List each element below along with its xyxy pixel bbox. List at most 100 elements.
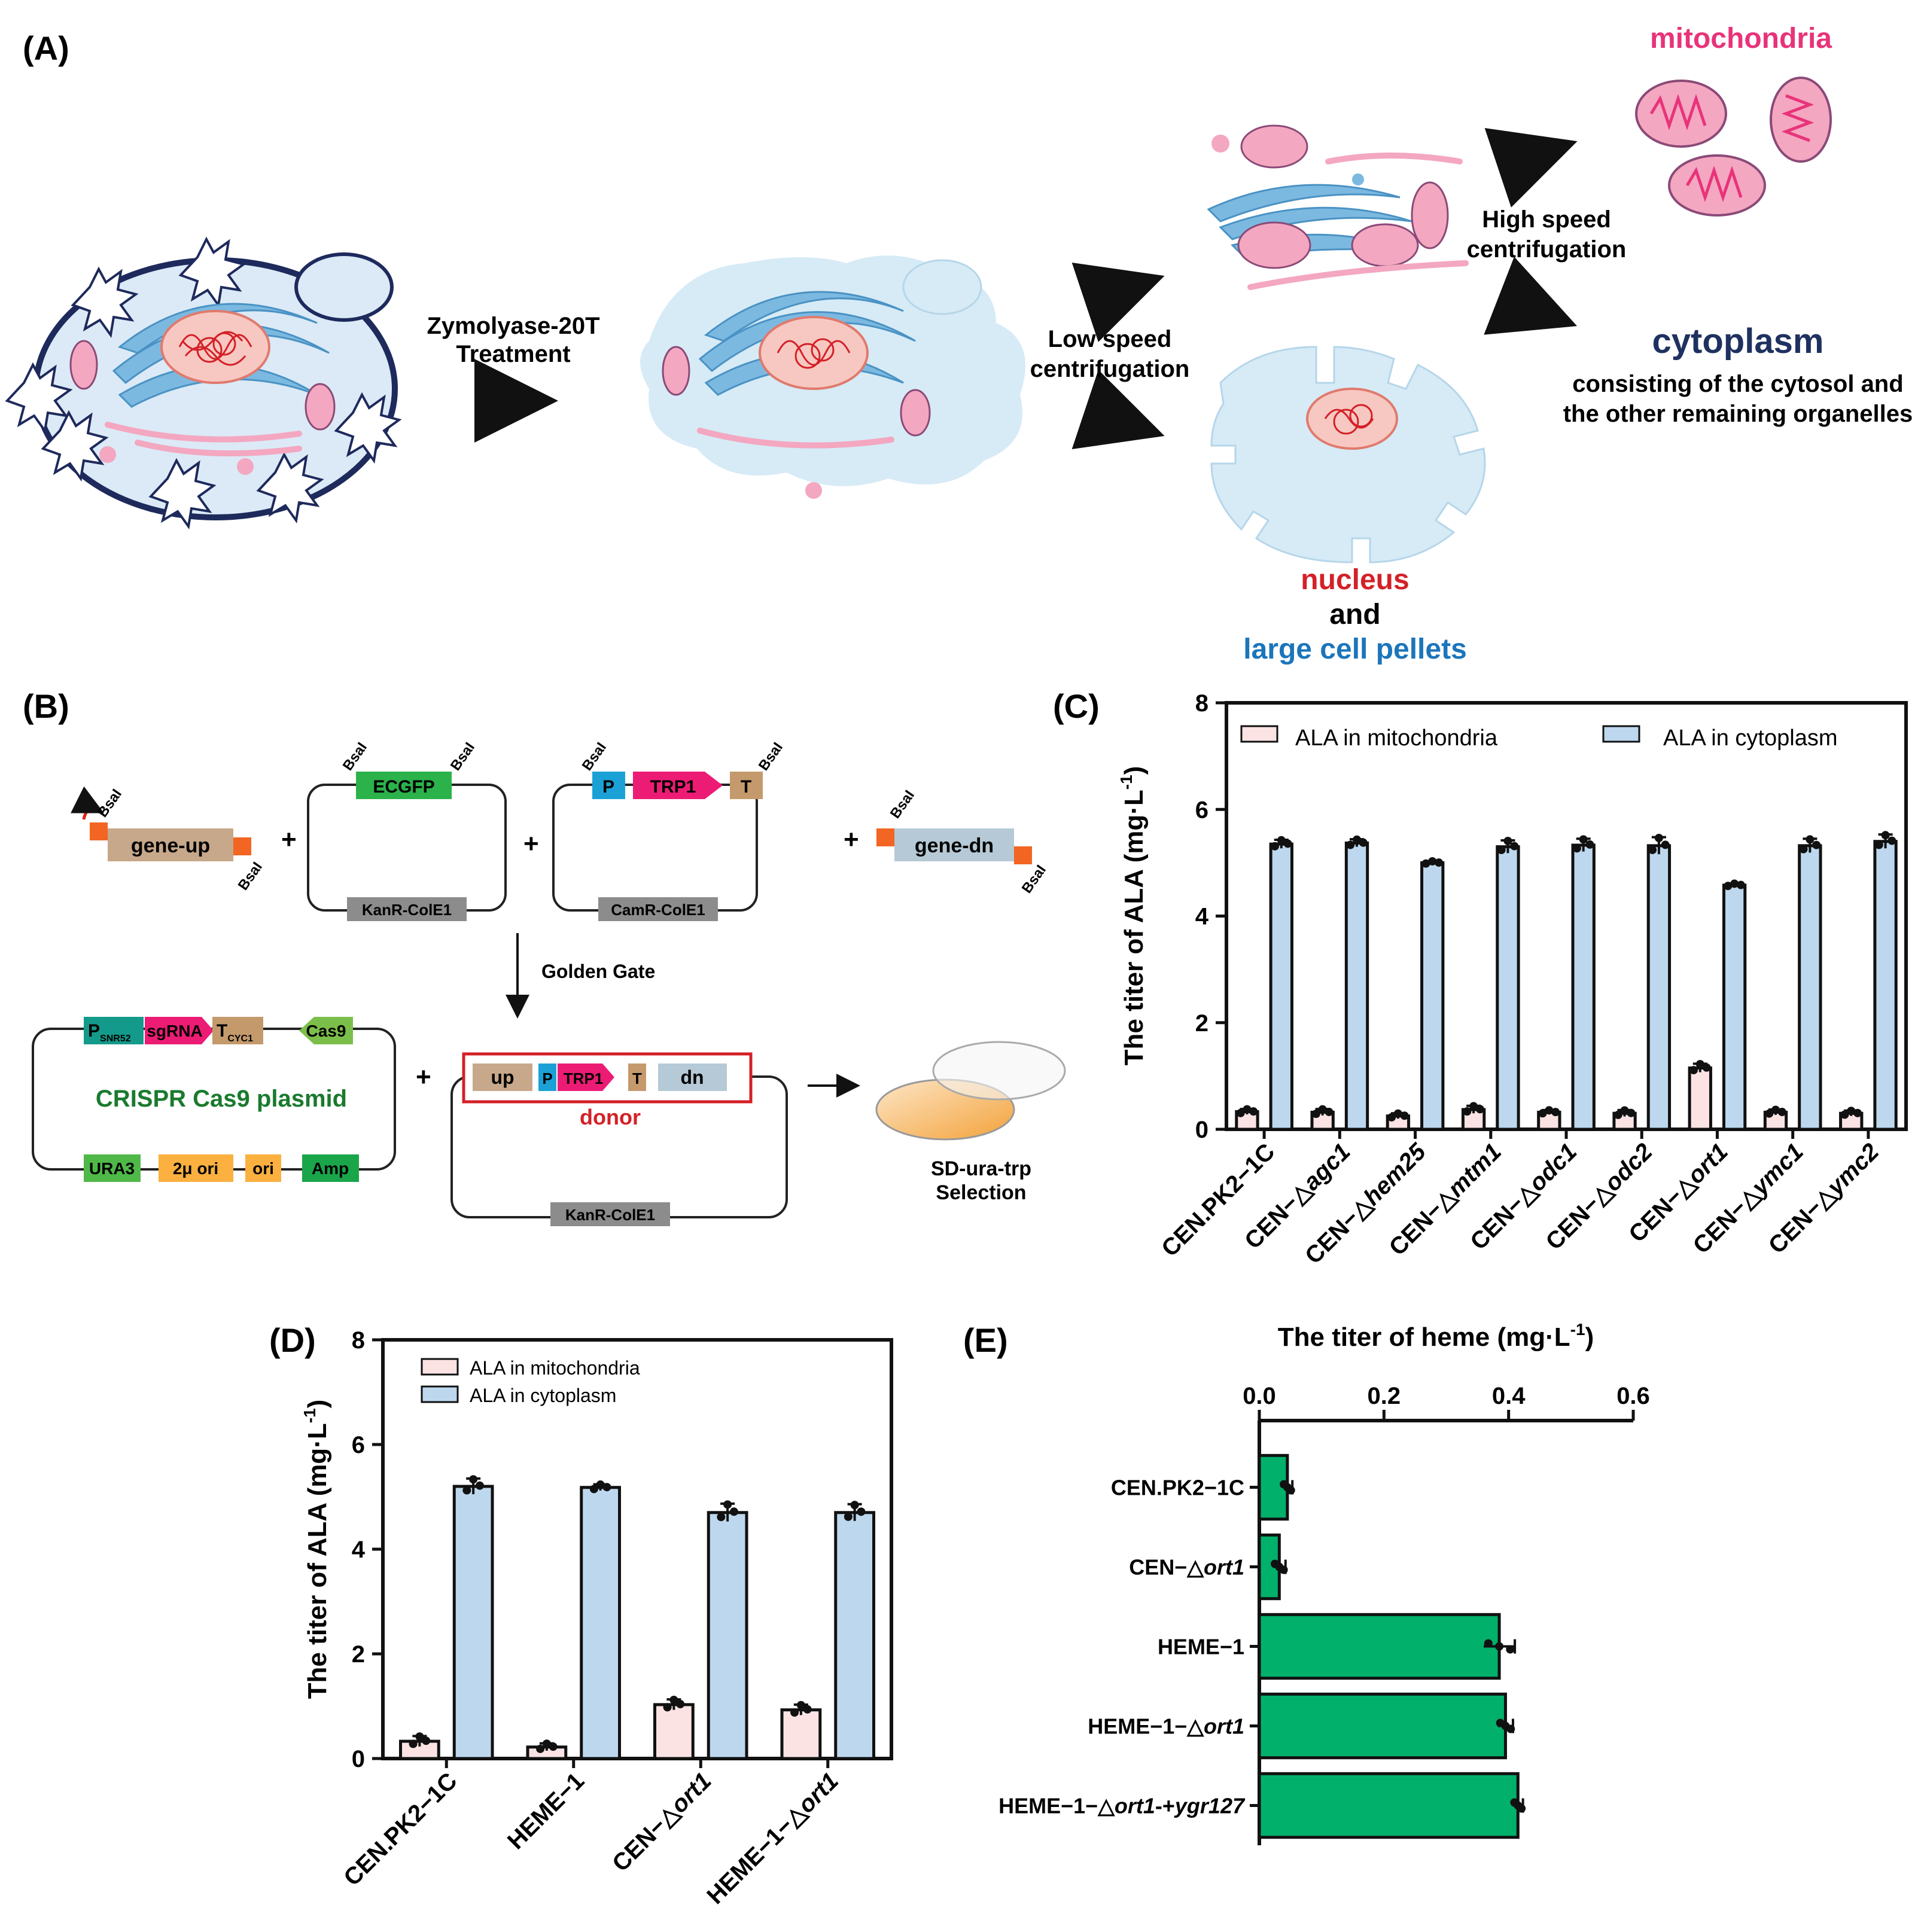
cas9-label: Cas9 bbox=[306, 1022, 346, 1040]
legend-swatch-mito bbox=[1240, 725, 1278, 743]
bsai-label: BsaI bbox=[579, 739, 610, 773]
bar bbox=[452, 1485, 494, 1760]
data-point bbox=[1506, 1724, 1515, 1733]
data-point bbox=[1475, 1105, 1484, 1114]
data-point bbox=[1812, 840, 1821, 849]
terminator-label: T bbox=[741, 777, 751, 797]
data-point bbox=[723, 1500, 732, 1509]
data-point bbox=[475, 1481, 484, 1490]
data-point bbox=[1806, 835, 1815, 844]
panel-label-b: (B) bbox=[23, 687, 69, 725]
sgrna-label: sgRNA bbox=[147, 1022, 202, 1040]
bsai-label: BsaI bbox=[756, 739, 786, 773]
x-tick-label: 0.0 bbox=[1243, 1383, 1276, 1409]
bsai-site bbox=[90, 822, 108, 840]
cas9-block bbox=[299, 1017, 353, 1044]
bar bbox=[1344, 841, 1369, 1131]
y-tick-label: 2 bbox=[1195, 1010, 1208, 1037]
mitochondria-illustration bbox=[1635, 77, 1832, 217]
data-point bbox=[1393, 1109, 1402, 1118]
data-point bbox=[409, 1739, 418, 1748]
data-point bbox=[1888, 836, 1896, 845]
data-point bbox=[1353, 835, 1362, 844]
up-block bbox=[473, 1063, 532, 1091]
tcyc1-label: TCYC1 bbox=[217, 1021, 253, 1044]
promoter-block bbox=[592, 772, 625, 799]
gene-dn-block bbox=[894, 828, 1014, 861]
bar bbox=[707, 1511, 748, 1760]
data-point bbox=[1318, 1105, 1327, 1114]
step3-label-line2: centrifugation bbox=[1467, 236, 1627, 263]
data-point bbox=[1853, 1108, 1862, 1117]
terminator-block bbox=[730, 772, 763, 799]
data-point bbox=[1702, 1063, 1711, 1072]
tcyc1-block bbox=[212, 1017, 263, 1044]
pellet-illustration bbox=[1210, 346, 1486, 563]
data-point bbox=[1484, 1639, 1493, 1648]
bar bbox=[1269, 842, 1293, 1131]
donor-trp1-label: TRP1 bbox=[564, 1069, 603, 1087]
ecgfp-label: ECGFP bbox=[373, 777, 434, 797]
step3-arrow-down bbox=[1484, 257, 1578, 335]
data-point bbox=[1545, 1106, 1554, 1115]
data-point bbox=[602, 1483, 611, 1492]
data-point bbox=[462, 1486, 471, 1495]
data-point bbox=[1421, 859, 1430, 868]
dn-label: dn bbox=[680, 1066, 704, 1088]
step2-arrow-up bbox=[1071, 263, 1165, 342]
data-point bbox=[1311, 1110, 1320, 1119]
data-point bbox=[1435, 858, 1444, 867]
data-point bbox=[1506, 1645, 1515, 1654]
bsai-label: BsaI bbox=[235, 859, 266, 893]
plus-sign: + bbox=[523, 829, 539, 858]
category-label: HEME−1−△ort1 bbox=[702, 1768, 844, 1909]
data-point bbox=[536, 1744, 545, 1753]
legend-label-mito: ALA in mitochondria bbox=[1295, 726, 1498, 751]
bar bbox=[1722, 883, 1747, 1131]
data-point bbox=[542, 1739, 551, 1748]
legend-swatch-mito-d bbox=[421, 1358, 459, 1376]
legend-swatch-cyto bbox=[1602, 725, 1640, 743]
selection-line2: Selection bbox=[936, 1181, 1026, 1204]
yeast-cell-illustration bbox=[5, 236, 402, 530]
x-tick-label: 0.4 bbox=[1492, 1383, 1526, 1409]
category-label: CEN.PK2−1C bbox=[1111, 1476, 1244, 1500]
selection-line1: SD-ura-trp bbox=[931, 1157, 1031, 1180]
data-point bbox=[422, 1736, 431, 1745]
bar bbox=[1258, 1613, 1501, 1680]
category-label: HEME−1−△ort1 bbox=[1088, 1714, 1244, 1739]
donor-trp1-block bbox=[558, 1063, 614, 1091]
bar bbox=[1571, 843, 1596, 1131]
data-point bbox=[1463, 1107, 1472, 1116]
panel-label-d: (D) bbox=[269, 1321, 316, 1359]
amp-block bbox=[302, 1154, 359, 1182]
legend-label-mito-d: ALA in mitochondria bbox=[470, 1357, 640, 1379]
step2-label-line2: centrifugation bbox=[1030, 356, 1190, 382]
supernatant-organelles bbox=[1207, 124, 1469, 290]
data-point bbox=[1579, 835, 1588, 844]
donor-promoter-label: P bbox=[542, 1069, 552, 1087]
bar bbox=[1420, 861, 1445, 1131]
panel-b: gene-up BsaI BsaI + ECGFP KanR-ColE1 Bsa… bbox=[32, 739, 1066, 1226]
bar bbox=[1873, 840, 1898, 1131]
category-label: HEME−1 bbox=[503, 1768, 589, 1854]
plus-sign: + bbox=[281, 825, 297, 854]
psnr52-label: PSNR52 bbox=[88, 1021, 131, 1044]
ori2u-label: 2μ ori bbox=[173, 1159, 218, 1178]
data-point bbox=[1497, 845, 1506, 854]
data-point bbox=[1286, 1486, 1295, 1495]
data-point bbox=[1249, 1107, 1258, 1116]
panel-label-c: (C) bbox=[1053, 687, 1100, 725]
step3-arrow-up bbox=[1484, 128, 1578, 208]
data-point bbox=[1325, 1107, 1334, 1116]
bar bbox=[1688, 1066, 1712, 1131]
bar bbox=[1258, 1772, 1520, 1839]
data-point bbox=[1777, 1108, 1786, 1117]
trp1-label: TRP1 bbox=[650, 777, 696, 797]
bar bbox=[1496, 845, 1520, 1131]
category-label: CEN−△ort1 bbox=[1129, 1555, 1244, 1580]
y-tick-label: 6 bbox=[352, 1432, 365, 1458]
data-point bbox=[596, 1480, 605, 1489]
bar bbox=[1258, 1692, 1507, 1760]
data-point bbox=[729, 1507, 738, 1516]
